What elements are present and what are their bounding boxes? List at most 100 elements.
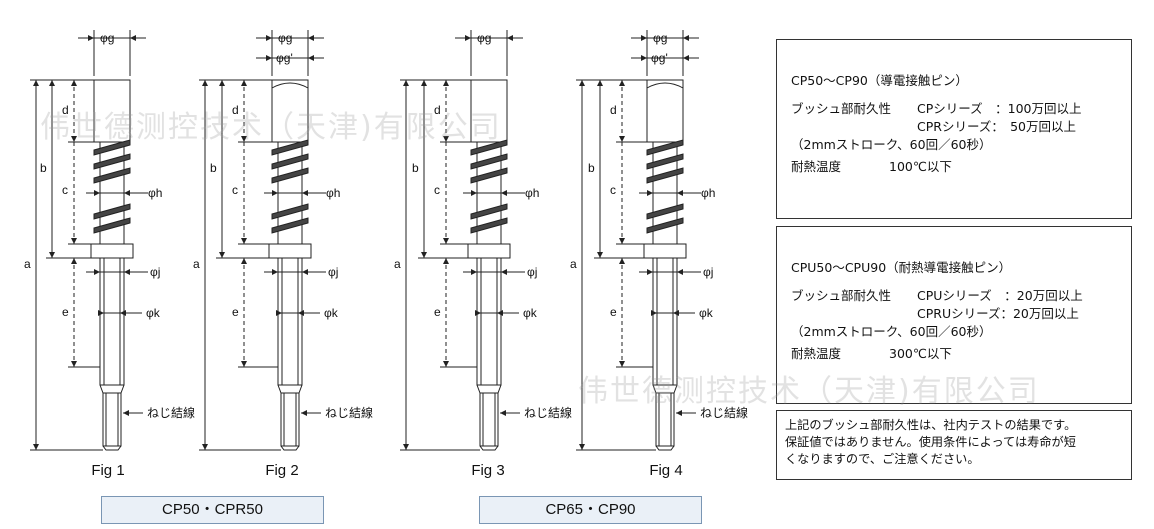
dim-arrow	[272, 190, 278, 196]
dim-label-g-prime: φg'	[276, 51, 293, 65]
thread-label: ねじ結線	[524, 405, 572, 420]
spring-coil	[93, 139, 131, 156]
dim-label-e: e	[232, 305, 239, 319]
thread-end	[102, 445, 122, 451]
dim-arrow	[308, 35, 314, 41]
spring-coil	[93, 203, 131, 220]
pin-taper	[652, 384, 678, 394]
dim-arrow	[619, 136, 625, 142]
thread-label: ねじ結線	[325, 405, 373, 420]
dim-arrow	[471, 269, 477, 275]
dim-label-g: φg	[278, 31, 292, 45]
dim-label-g: φg	[653, 31, 667, 45]
dim-label-g: φg	[477, 31, 491, 45]
pin-thread	[655, 392, 675, 447]
dim-label-a: a	[394, 257, 401, 271]
dim-arrow	[33, 444, 39, 450]
dim-label-d: d	[434, 103, 441, 117]
spec-title: CP50〜CP90（導電接触ピン）	[791, 73, 968, 88]
dim-label-g-prime: φg'	[651, 51, 668, 65]
dim-arrow	[641, 55, 647, 61]
thread-label: ねじ結線	[147, 405, 195, 420]
dim-arrow	[597, 252, 603, 258]
dim-arrow	[71, 258, 77, 264]
pin-body	[476, 257, 502, 386]
dim-arrow	[641, 35, 647, 41]
dim-arrow	[94, 190, 100, 196]
dim-arrow	[619, 361, 625, 367]
thread-end	[280, 445, 300, 451]
spring-coil	[271, 217, 309, 234]
dim-arrow	[202, 80, 208, 86]
dim-label-j: φj	[328, 265, 338, 279]
dim-arrow	[71, 238, 77, 244]
temp-label: 耐熱温度	[791, 159, 842, 174]
thread-end	[655, 445, 675, 451]
spring-coil	[646, 139, 684, 156]
spring-coil	[271, 153, 309, 170]
dim-arrow	[619, 258, 625, 264]
dim-arrow	[579, 444, 585, 450]
pin-head	[271, 79, 309, 143]
note-line: 保証値ではありません。使用条件によっては寿命が短	[785, 435, 1076, 449]
dim-arrow	[241, 238, 247, 244]
dim-arrow	[647, 190, 653, 196]
dim-arrow	[471, 190, 477, 196]
spring-coil	[470, 153, 508, 170]
spec-title: CPU50〜CPU90（耐熱導電接触ピン）	[791, 260, 1012, 275]
dim-label-j: φj	[527, 265, 537, 279]
cpru-durability: CPRUシリーズ：20万回以上	[917, 306, 1079, 321]
spring-coil	[470, 139, 508, 156]
pin-body	[277, 257, 303, 386]
dim-arrow	[421, 80, 427, 86]
temp-label: 耐熱温度	[791, 346, 842, 361]
dim-arrow	[501, 190, 507, 196]
dim-label-k: φk	[523, 306, 538, 320]
dim-arrow	[475, 310, 481, 316]
dim-arrow	[443, 238, 449, 244]
dim-arrow	[123, 410, 129, 416]
dim-arrow	[677, 190, 683, 196]
pin-flange	[643, 243, 687, 259]
pin-taper	[277, 384, 303, 394]
dim-arrow	[49, 80, 55, 86]
fig3-caption: Fig 3	[471, 462, 505, 479]
note-line: くなりますので、ご注意ください。	[785, 452, 980, 466]
dim-arrow	[683, 35, 689, 41]
series-label-cp50: CP50・CPR50	[101, 496, 324, 524]
dim-label-c: c	[62, 183, 68, 197]
dim-arrow	[266, 35, 272, 41]
dim-arrow	[301, 410, 307, 416]
pin-flange	[467, 243, 511, 259]
stroke-condition: （2mmストローク、60回／60秒）	[791, 137, 992, 152]
dim-arrow	[202, 444, 208, 450]
dim-label-c: c	[434, 183, 440, 197]
dim-arrow	[507, 35, 513, 41]
pin-body	[99, 257, 125, 386]
dim-arrow	[465, 35, 471, 41]
dim-arrow	[276, 310, 282, 316]
dim-arrow	[403, 444, 409, 450]
dim-arrow	[443, 136, 449, 142]
pin-taper	[476, 384, 502, 394]
spring-coil	[271, 167, 309, 184]
spring-coil	[470, 167, 508, 184]
note-line: 上記のブッシュ部耐久性は、社内テストの結果です。	[785, 418, 1077, 432]
pin-thread	[102, 392, 122, 447]
thread-end	[479, 445, 499, 451]
dim-arrow	[241, 258, 247, 264]
dim-arrow	[219, 80, 225, 86]
dim-label-a: a	[570, 257, 577, 271]
spring-coil	[271, 139, 309, 156]
dim-arrow	[673, 310, 679, 316]
dim-label-d: d	[232, 103, 239, 117]
dim-label-b: b	[40, 161, 47, 175]
dim-arrow	[241, 80, 247, 86]
dim-arrow	[501, 269, 507, 275]
dim-label-h: φh	[525, 186, 539, 200]
series-label-cp65: CP65・CP90	[479, 496, 702, 524]
pin-flange	[268, 243, 312, 259]
durability-label: ブッシュ部耐久性	[791, 288, 892, 303]
dim-arrow	[443, 80, 449, 86]
pin-body	[652, 257, 678, 386]
